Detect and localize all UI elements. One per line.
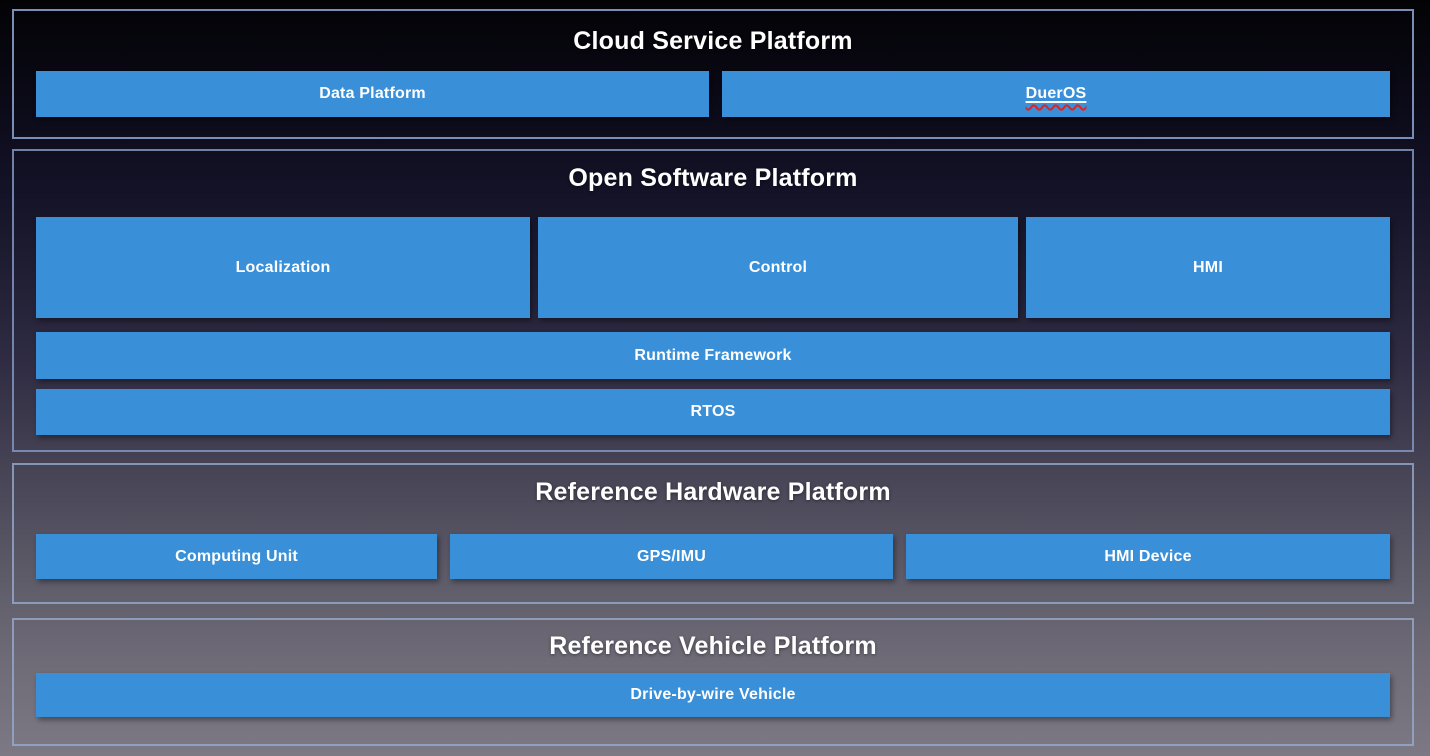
node-localization: Localization (36, 217, 530, 318)
node-drive-by-wire-vehicle: Drive-by-wire Vehicle (36, 673, 1390, 717)
node-computing-unit: Computing Unit (36, 534, 437, 579)
node-hmi-device-label: HMI Device (1104, 547, 1192, 565)
node-data-platform: Data Platform (36, 71, 709, 117)
section-title-open-software-platform: Open Software Platform (568, 164, 858, 192)
node-hmi: HMI (1026, 217, 1390, 318)
node-data-platform-label: Data Platform (319, 85, 426, 102)
section-open-software-platform: Open Software Platform (12, 149, 1414, 452)
node-hmi-label: HMI (1193, 258, 1223, 276)
section-reference-vehicle-platform: Reference Vehicle Platform (12, 618, 1414, 746)
section-title-reference-hardware-platform: Reference Hardware Platform (535, 478, 891, 506)
node-dueros: DuerOS (722, 71, 1390, 117)
node-gps-imu: GPS/IMU (450, 534, 893, 579)
section-title-reference-vehicle-platform: Reference Vehicle Platform (549, 632, 877, 660)
node-runtime-framework: Runtime Framework (36, 332, 1390, 379)
node-localization-label: Localization (235, 258, 331, 276)
node-rtos-label: RTOS (690, 403, 736, 420)
node-runtime-framework-label: Runtime Framework (634, 346, 792, 364)
section-cloud-service-platform: Cloud Service Platform (12, 9, 1414, 139)
dueros-spellcheck-squiggle: DuerOS (1025, 85, 1087, 102)
node-control: Control (538, 217, 1018, 318)
node-rtos: RTOS (36, 389, 1390, 435)
node-computing-unit-label: Computing Unit (175, 547, 298, 565)
node-dueros-label: DuerOS (1026, 85, 1087, 103)
node-hmi-device: HMI Device (906, 534, 1390, 579)
section-reference-hardware-platform: Reference Hardware Platform (12, 463, 1414, 604)
node-control-label: Control (748, 258, 808, 276)
node-gps-imu-label: GPS/IMU (637, 547, 706, 565)
node-drive-by-wire-vehicle-label: Drive-by-wire Vehicle (630, 686, 796, 703)
section-title-cloud-service-platform: Cloud Service Platform (573, 27, 853, 55)
